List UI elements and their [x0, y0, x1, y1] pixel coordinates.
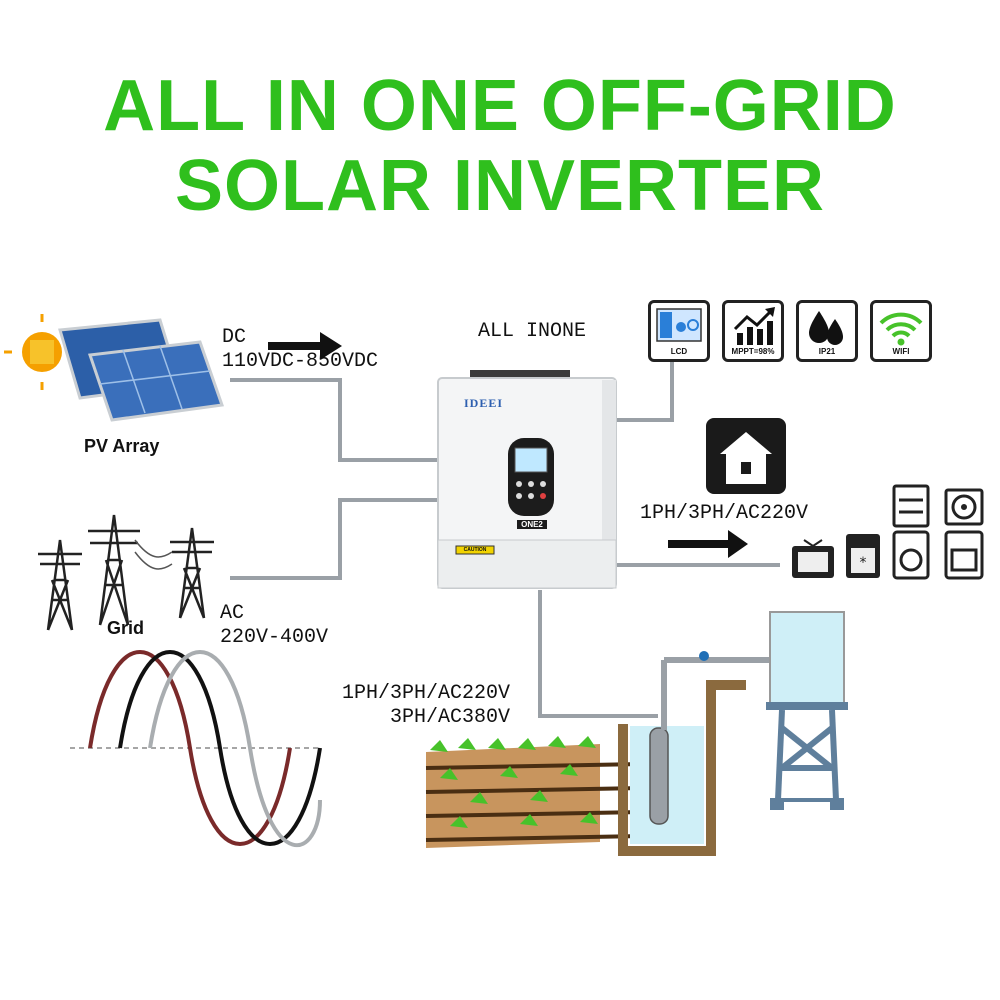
- inverter-unit: [437, 370, 617, 589]
- fan-icon: [944, 488, 984, 526]
- mppt-chart-icon: [733, 307, 775, 345]
- dc-arrow-icon: [268, 332, 342, 360]
- feature-wifi: WIFI: [870, 300, 932, 362]
- feature-wifi-label: WIFI: [892, 347, 910, 356]
- dc-label: DC: [222, 326, 247, 349]
- wifi-icon: [879, 312, 923, 346]
- svg-text:*: *: [860, 555, 867, 571]
- appliances-icon: *: [792, 484, 984, 580]
- server-icon: [892, 484, 930, 528]
- pv-wire: [230, 378, 438, 462]
- pump-wire: [538, 590, 658, 718]
- feature-mppt-label: MPPT=98%: [731, 347, 775, 356]
- oven-icon: [944, 530, 984, 580]
- inverter-model: ONE2: [517, 520, 547, 529]
- crop-field-icon: [425, 736, 641, 848]
- grid-label: Grid: [107, 618, 145, 638]
- pump-output-line-2: 3PH/AC380V: [390, 706, 511, 729]
- feature-lcd-label: LCD: [670, 347, 688, 356]
- water-tower-icon: [766, 611, 848, 810]
- feature-lcd: LCD: [648, 300, 710, 362]
- inverter-brand: IDEEI: [464, 396, 504, 410]
- lcd-wire: [615, 362, 674, 422]
- sun-icon: [4, 314, 80, 390]
- ac-range: 220V-400V: [220, 626, 329, 649]
- inverter-warning-label: CAUTION: [463, 547, 487, 553]
- feature-mppt: MPPT=98%: [722, 300, 784, 362]
- feature-ip21: IP21: [796, 300, 858, 362]
- title-line-2: SOLAR INVERTER: [174, 146, 826, 226]
- ac-label: AC: [220, 602, 245, 625]
- inverter-caption: ALL INONE: [478, 320, 587, 343]
- house-icon: [706, 418, 786, 494]
- title-line-1: ALL IN ONE OFF-GRID: [103, 66, 897, 146]
- feature-ip21-label: IP21: [818, 347, 836, 356]
- water-drop-icon: [809, 311, 843, 345]
- tv-icon: [792, 539, 834, 578]
- pv-array-label: PV Array: [84, 436, 160, 456]
- lcd-icon: [656, 308, 702, 342]
- well-pump-icon: [618, 651, 770, 856]
- transmission-towers-icon: [38, 514, 214, 631]
- load-arrow-icon: [668, 530, 748, 558]
- ac-waveform: [70, 650, 322, 848]
- dc-range: 110VDC-850VDC: [222, 350, 379, 373]
- washer-icon: [892, 530, 930, 580]
- pump-output-line-1: 1PH/3PH/AC220V: [342, 682, 511, 705]
- solar-panels-icon: [58, 318, 225, 422]
- fridge-icon: *: [846, 534, 880, 578]
- grid-wire: [230, 498, 438, 580]
- load-output-label: 1PH/3PH/AC220V: [640, 502, 809, 525]
- connection-wires: [230, 362, 780, 718]
